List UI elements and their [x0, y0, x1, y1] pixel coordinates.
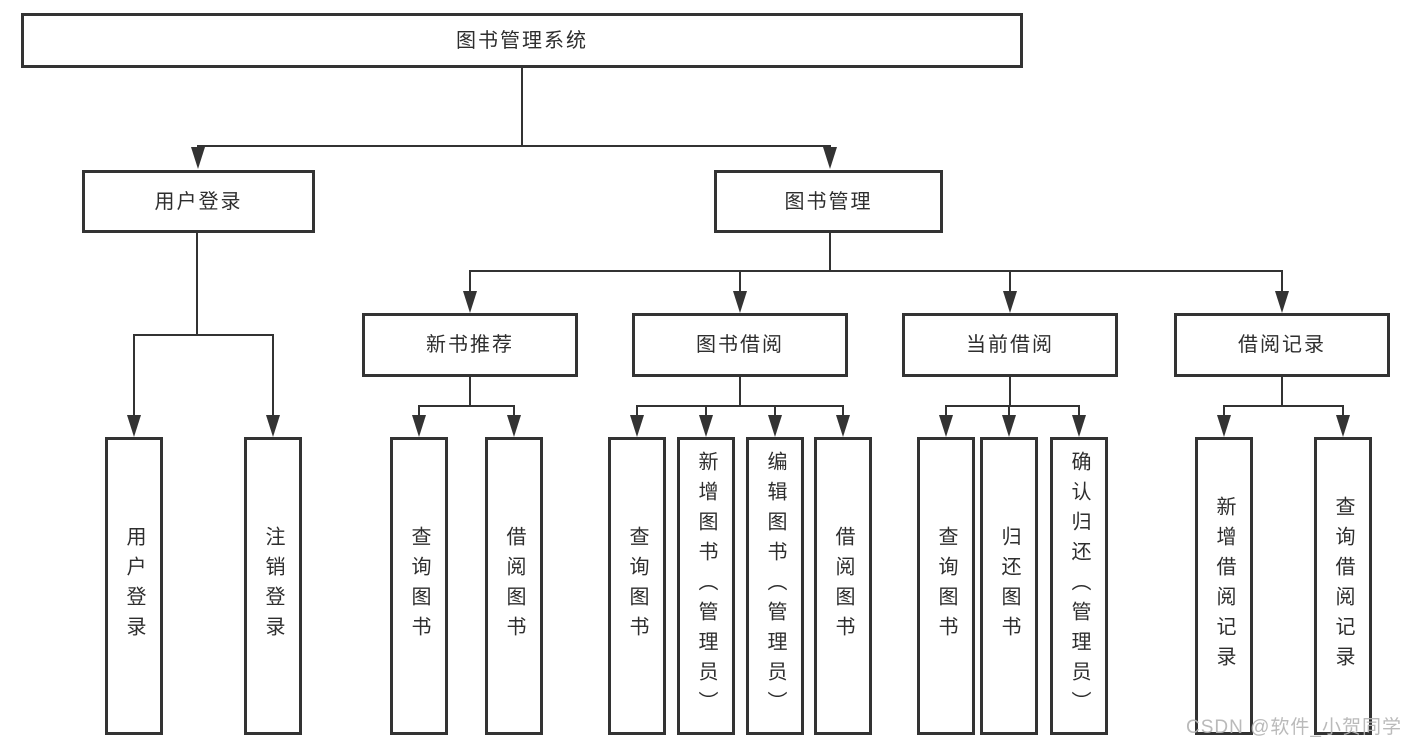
- arrowhead-confirm-return-admin: [1072, 415, 1086, 437]
- node-edit-books-admin-label: 编辑图书（管理员）: [764, 451, 786, 721]
- node-confirm-return-admin-label: 确认归还（管理员）: [1068, 451, 1090, 721]
- connector-borrow-books-2-drop: [842, 407, 844, 416]
- node-borrowing-records-label: 借阅记录: [1238, 334, 1326, 356]
- node-new-book-recommendation: 新书推荐: [362, 313, 578, 377]
- connector-root-branch: [197, 145, 831, 147]
- connector-add-borrowing-record-drop: [1223, 407, 1225, 416]
- connector-user-login-stem: [196, 233, 198, 336]
- connector-new-book-recommendation-branch: [418, 405, 515, 407]
- arrowhead-borrow-books-1: [507, 415, 521, 437]
- connector-logout-leaf-stem: [272, 336, 274, 416]
- arrowhead-query-books-2: [630, 415, 644, 437]
- node-user-login-leaf-label: 用户登录: [123, 526, 145, 646]
- arrowhead-query-books-3: [939, 415, 953, 437]
- arrowhead-logout-leaf: [266, 415, 280, 437]
- connector-book-borrowing-drop: [739, 272, 741, 292]
- connector-new-book-recommendation-drop: [469, 272, 471, 292]
- node-query-books-2-label: 查询图书: [626, 526, 648, 646]
- node-edit-books-admin: 编辑图书（管理员）: [746, 437, 804, 735]
- connector-borrowing-records-branch: [1223, 405, 1344, 407]
- connector-user-login-branch: [133, 334, 274, 336]
- arrowhead-current-borrowing: [1003, 291, 1017, 313]
- node-return-books: 归还图书: [980, 437, 1038, 735]
- node-add-borrowing-record: 新增借阅记录: [1195, 437, 1253, 735]
- node-root-label: 图书管理系统: [456, 29, 588, 52]
- connector-query-books-3-drop: [945, 407, 947, 416]
- arrowhead-user-login-leaf: [127, 415, 141, 437]
- node-book-borrowing-label: 图书借阅: [696, 334, 784, 356]
- connector-add-books-admin-drop: [705, 407, 707, 416]
- node-query-borrowing-record: 查询借阅记录: [1314, 437, 1372, 735]
- connector-user-login-leaf-stem: [133, 336, 135, 416]
- node-borrowing-records: 借阅记录: [1174, 313, 1390, 377]
- arrowhead-query-borrowing-record: [1336, 415, 1350, 437]
- node-query-books-2: 查询图书: [608, 437, 666, 735]
- node-current-borrowing-label: 当前借阅: [966, 334, 1054, 356]
- arrowhead-add-borrowing-record: [1217, 415, 1231, 437]
- node-book-management: 图书管理: [714, 170, 943, 233]
- node-query-borrowing-record-label: 查询借阅记录: [1332, 496, 1354, 676]
- node-query-books-3-label: 查询图书: [935, 526, 957, 646]
- node-logout-leaf: 注销登录: [244, 437, 302, 735]
- watermark: CSDN @软件_小贺同学: [1186, 717, 1402, 738]
- connector-book-management-branch: [469, 270, 1283, 272]
- node-add-borrowing-record-label: 新增借阅记录: [1213, 496, 1235, 676]
- node-book-management-label: 图书管理: [784, 190, 873, 213]
- node-add-books-admin-label: 新增图书（管理员）: [695, 451, 717, 721]
- connector-book-management-stem: [829, 233, 831, 271]
- node-user-login-leaf: 用户登录: [105, 437, 163, 735]
- node-logout-leaf-label: 注销登录: [262, 526, 284, 646]
- connector-borrow-books-1-drop: [513, 407, 515, 416]
- arrowhead-add-books-admin: [699, 415, 713, 437]
- connector-current-borrowing-drop: [1009, 272, 1011, 292]
- node-query-books-1: 查询图书: [390, 437, 448, 735]
- connector-edit-books-admin-drop: [774, 407, 776, 416]
- node-root: 图书管理系统: [21, 13, 1023, 68]
- node-return-books-label: 归还图书: [998, 526, 1020, 646]
- node-borrow-books-2: 借阅图书: [814, 437, 872, 735]
- arrowhead-return-books: [1002, 415, 1016, 437]
- node-borrow-books-2-label: 借阅图书: [832, 526, 854, 646]
- connector-root-stem: [521, 68, 523, 146]
- node-user-login-label: 用户登录: [154, 190, 243, 213]
- connector-confirm-return-admin-drop: [1078, 407, 1080, 416]
- connector-query-books-2-drop: [636, 407, 638, 416]
- node-current-borrowing: 当前借阅: [902, 313, 1118, 377]
- connector-new-book-recommendation-stem: [469, 377, 471, 406]
- arrowhead-book-management: [823, 147, 837, 169]
- arrowhead-user-login: [191, 147, 205, 169]
- arrowhead-edit-books-admin: [768, 415, 782, 437]
- arrowhead-query-books-1: [412, 415, 426, 437]
- arrowhead-borrow-books-2: [836, 415, 850, 437]
- node-add-books-admin: 新增图书（管理员）: [677, 437, 735, 735]
- arrowhead-new-book-recommendation: [463, 291, 477, 313]
- connector-borrowing-records-drop: [1281, 272, 1283, 292]
- connector-current-borrowing-stem: [1009, 377, 1011, 406]
- connector-query-books-1-drop: [418, 407, 420, 416]
- connector-query-borrowing-record-drop: [1342, 407, 1344, 416]
- node-new-book-recommendation-label: 新书推荐: [426, 334, 514, 356]
- connector-return-books-drop: [1008, 407, 1010, 416]
- connector-current-borrowing-branch: [945, 405, 1080, 407]
- arrowhead-borrowing-records: [1275, 291, 1289, 313]
- node-borrow-books-1: 借阅图书: [485, 437, 543, 735]
- node-user-login: 用户登录: [82, 170, 315, 233]
- connector-borrowing-records-stem: [1281, 377, 1283, 406]
- node-confirm-return-admin: 确认归还（管理员）: [1050, 437, 1108, 735]
- node-query-books-3: 查询图书: [917, 437, 975, 735]
- connector-book-borrowing-branch: [636, 405, 844, 407]
- node-borrow-books-1-label: 借阅图书: [503, 526, 525, 646]
- connector-book-borrowing-stem: [739, 377, 741, 406]
- node-query-books-1-label: 查询图书: [408, 526, 430, 646]
- arrowhead-book-borrowing: [733, 291, 747, 313]
- node-book-borrowing: 图书借阅: [632, 313, 848, 377]
